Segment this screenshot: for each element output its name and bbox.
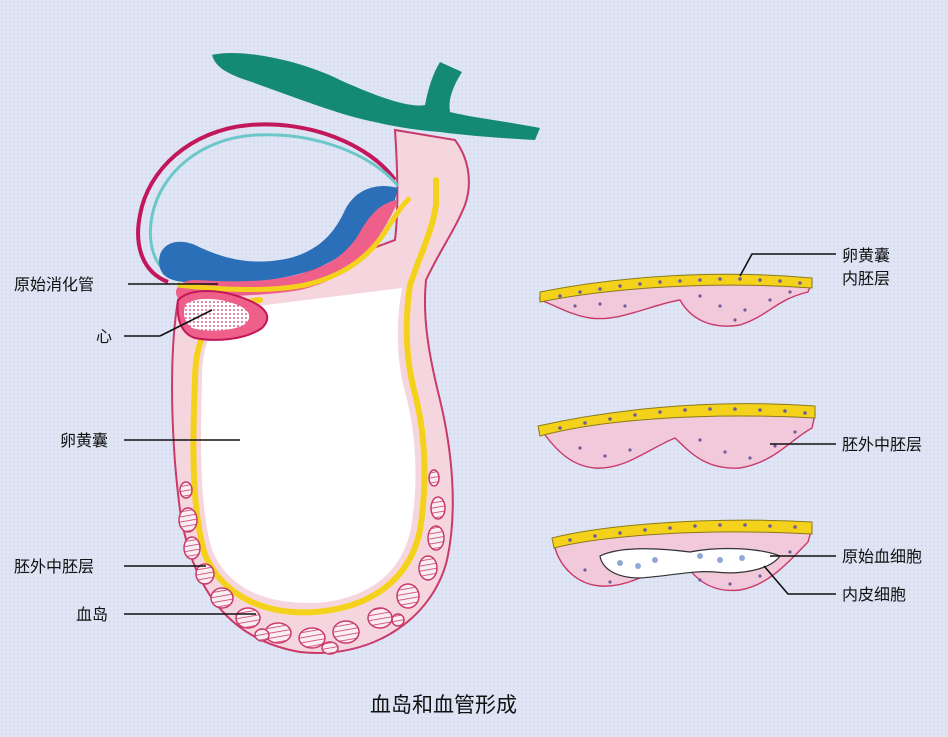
label-primitive-blood-cell: 原始血细胞 (842, 547, 922, 566)
caption: 血岛和血管形成 (370, 693, 517, 717)
label-endothelial-cell: 内皮细胞 (842, 585, 906, 604)
label-heart: 心 (96, 327, 112, 346)
label-yolk-sac-endoderm-2: 内胚层 (842, 269, 890, 288)
section-2 (538, 404, 815, 468)
label-extraembryonic-mesoderm-left: 胚外中胚层 (14, 557, 94, 576)
embryo-figure (138, 53, 540, 654)
label-yolk-sac: 卵黄囊 (60, 431, 108, 450)
section-1 (540, 274, 812, 326)
label-blood-island: 血岛 (76, 605, 108, 624)
body-stalk (212, 53, 540, 140)
label-extraembryonic-mesoderm-right: 胚外中胚层 (842, 435, 922, 454)
label-primitive-gut: 原始消化管 (14, 275, 94, 294)
label-yolk-sac-endoderm-1: 卵黄囊 (842, 246, 890, 265)
